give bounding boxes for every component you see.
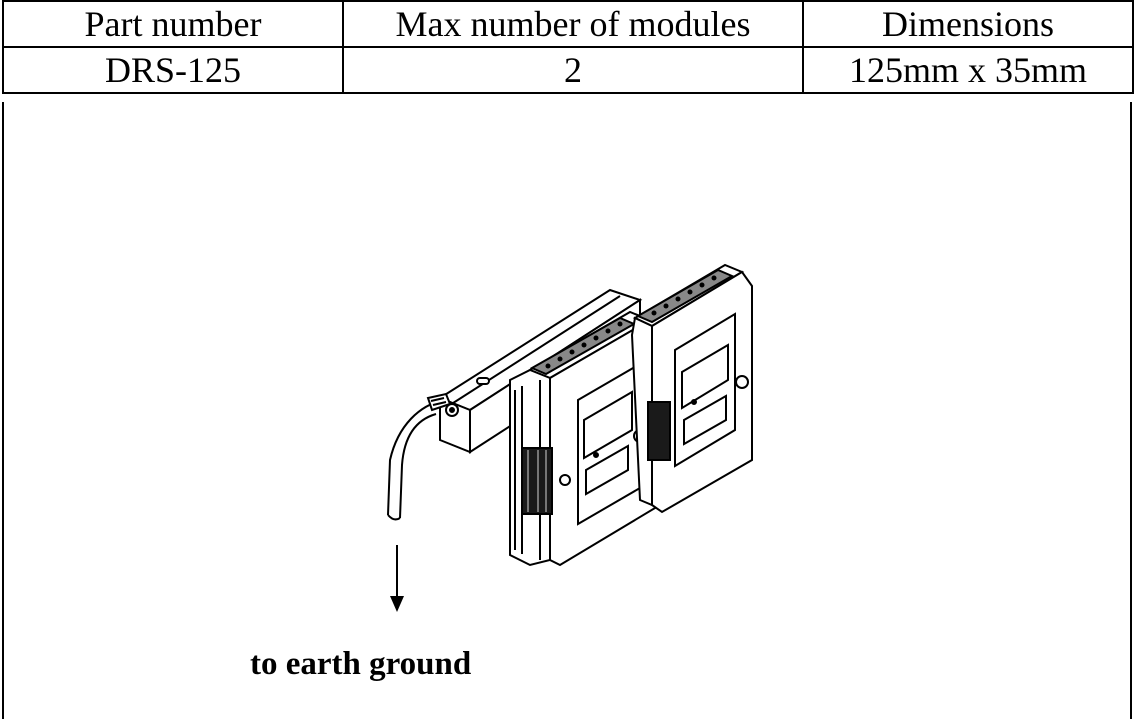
cell-max-modules: 2 — [342, 46, 804, 94]
ground-wire — [387, 392, 452, 521]
module-right — [630, 263, 753, 514]
arrow-down-icon — [390, 545, 404, 612]
figure-cell — [2, 102, 1132, 719]
header-max-modules: Max number of modules — [342, 0, 804, 48]
spec-table: Part number Max number of modules Dimens… — [2, 0, 1134, 94]
cell-dimensions: 125mm x 35mm — [802, 46, 1134, 94]
table-row: DRS-125 2 125mm x 35mm — [2, 46, 1134, 94]
header-dimensions: Dimensions — [802, 0, 1134, 48]
figure-caption: to earth ground — [250, 646, 472, 682]
header-part-number: Part number — [2, 0, 344, 48]
table-header-row: Part number Max number of modules Dimens… — [2, 0, 1134, 48]
cell-part-number: DRS-125 — [2, 46, 344, 94]
